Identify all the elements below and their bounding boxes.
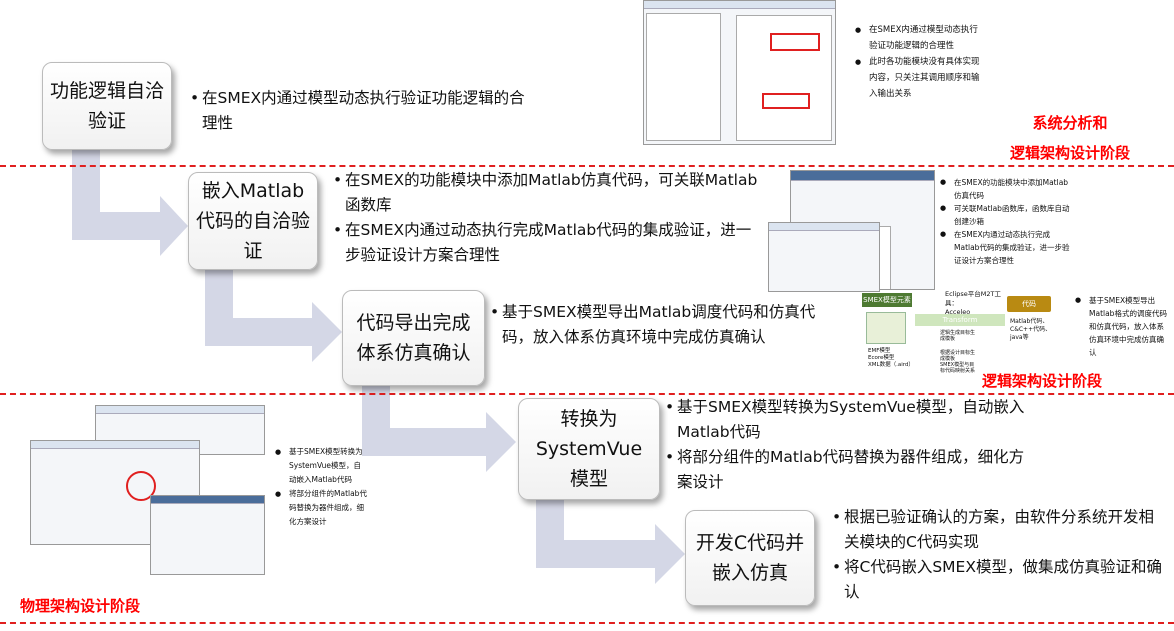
side-note: 在SMEX内通过模型动态执行验证功能逻辑的合理性 (855, 22, 985, 54)
bullet: 根据已验证确认的方案，由软件分系统开发相关模块的C代码实现 (832, 505, 1162, 555)
text: 逻辑生成目标生成模板 (940, 330, 976, 342)
stage-box-c-code: 开发C代码并嵌入仿真 (685, 510, 815, 606)
phase-label-logical: 逻辑架构设计阶段 (982, 372, 1103, 390)
text: Ecore模型 (868, 355, 895, 361)
elbow-arrow-4 (536, 500, 685, 584)
text: SMEX模型与目标代码映射关系 (940, 362, 976, 374)
side-note: 将部分组件的Matlab代码替换为器件组成，细化方案设计 (275, 487, 367, 529)
phase-label-physical: 物理架构设计阶段 (20, 597, 141, 615)
phase-divider (0, 165, 1174, 167)
text: Acceleo (945, 308, 971, 316)
side-note: 此时各功能模块没有具体实现内容，只关注其调用顺序和输入输出关系 (855, 54, 985, 102)
stage-bullets: 在SMEX内通过模型动态执行验证功能逻辑的合理性 (190, 86, 535, 136)
stage-box-code-export: 代码导出完成体系仿真确认 (342, 290, 485, 386)
stage-bullets: 根据已验证确认的方案，由软件分系统开发相关模块的C代码实现 将C代码嵌入SMEX… (832, 505, 1162, 605)
smex-model-box: SMEX模型元素 (862, 293, 912, 307)
bullet: 在SMEX的功能模块中添加Matlab仿真代码，可关联Matlab函数库 (333, 168, 758, 218)
bullet: 在SMEX内通过动态执行完成Matlab代码的集成验证，进一步验证设计方案合理性 (333, 218, 758, 268)
transform-arrow: Transform (915, 314, 1005, 326)
text: EMF模型 (868, 348, 891, 354)
stage-bullets: 在SMEX的功能模块中添加Matlab仿真代码，可关联Matlab函数库 在SM… (333, 168, 758, 268)
stage-bullets: 基于SMEX模型转换为SystemVue模型，自动嵌入Matlab代码 将部分组… (665, 395, 1025, 495)
bullet: 基于SMEX模型转换为SystemVue模型，自动嵌入Matlab代码 (665, 395, 1025, 445)
stage-title: 嵌入Matlab代码的自洽验证 (195, 180, 310, 262)
smex-screenshot-logic (643, 0, 836, 145)
side-note: 基于SMEX模型导出Matlab格式的调度代码和仿真代码，放入体系仿真环境中完成… (1075, 294, 1170, 359)
elbow-arrow-3 (362, 385, 516, 472)
elbow-arrow-1 (72, 150, 188, 256)
stage-title: 转换为SystemVue模型 (535, 408, 643, 490)
side-note-top: 在SMEX内通过模型动态执行验证功能逻辑的合理性 此时各功能模块没有具体实现内容… (855, 22, 985, 102)
stage-box-systemvue: 转换为SystemVue模型 (518, 398, 660, 500)
bullet: 将部分组件的Matlab代码替换为器件组成，细化方案设计 (665, 445, 1025, 495)
phase-label-system: 系统分析和 逻辑架构设计阶段 (1000, 108, 1140, 168)
text: 根据设计目标生成模板 (940, 350, 976, 362)
side-note-systemvue: 基于SMEX模型转换为SystemVue模型，自动嵌入Matlab代码 将部分组… (275, 445, 367, 529)
stage-title: 功能逻辑自洽验证 (49, 80, 164, 132)
stage-box-matlab-embed: 嵌入Matlab代码的自洽验证 (188, 172, 318, 270)
dialog-screenshot (768, 222, 880, 292)
tool-label: Eclipse平台M2T工具：Acceleo (945, 290, 1005, 317)
code-editor-screenshot (150, 495, 265, 575)
side-note: 在SMEX的功能模块中添加Matlab仿真代码 (940, 176, 1072, 202)
phase-divider (0, 622, 1174, 624)
stage-box-logic-verify: 功能逻辑自洽验证 (42, 62, 172, 150)
code-box: 代码 (1007, 296, 1051, 312)
elbow-arrow-2 (205, 270, 342, 362)
bullet: 基于SMEX模型导出Matlab调度代码和仿真代码，放入体系仿真环境中完成仿真确… (490, 300, 820, 350)
phase-divider (0, 393, 1174, 395)
side-note: 在SMEX内通过动态执行完成Matlab代码的集成验证，进一步验证设计方案合理性 (940, 228, 1072, 267)
stage-bullets: 基于SMEX模型导出Matlab调度代码和仿真代码，放入体系仿真环境中完成仿真确… (490, 300, 820, 350)
side-note-export: 基于SMEX模型导出Matlab格式的调度代码和仿真代码，放入体系仿真环境中完成… (1075, 294, 1170, 359)
phase-label-line: 系统分析和 (1032, 114, 1108, 132)
side-note: 可关联Matlab函数库，函数库自动创建沙箱 (940, 202, 1072, 228)
side-note-matlab: 在SMEX的功能模块中添加Matlab仿真代码 可关联Matlab函数库，函数库… (940, 176, 1072, 267)
code-desc: Matlab代码、C&C++代码、java等 (1010, 318, 1052, 341)
bullet: 将C代码嵌入SMEX模型，做集成仿真验证和确认 (832, 555, 1162, 605)
side-note: 基于SMEX模型转换为SystemVue模型，自动嵌入Matlab代码 (275, 445, 367, 487)
smex-model-thumbnail (866, 312, 906, 344)
stage-title: 代码导出完成体系仿真确认 (356, 312, 471, 364)
stage-title: 开发C代码并嵌入仿真 (695, 532, 805, 584)
text: XML数据（.aird） (868, 362, 914, 368)
phase-label-line: 逻辑架构设计阶段 (1009, 144, 1130, 162)
bullet: 在SMEX内通过模型动态执行验证功能逻辑的合理性 (190, 86, 535, 136)
text: Eclipse平台M2T工具： (945, 290, 1002, 307)
